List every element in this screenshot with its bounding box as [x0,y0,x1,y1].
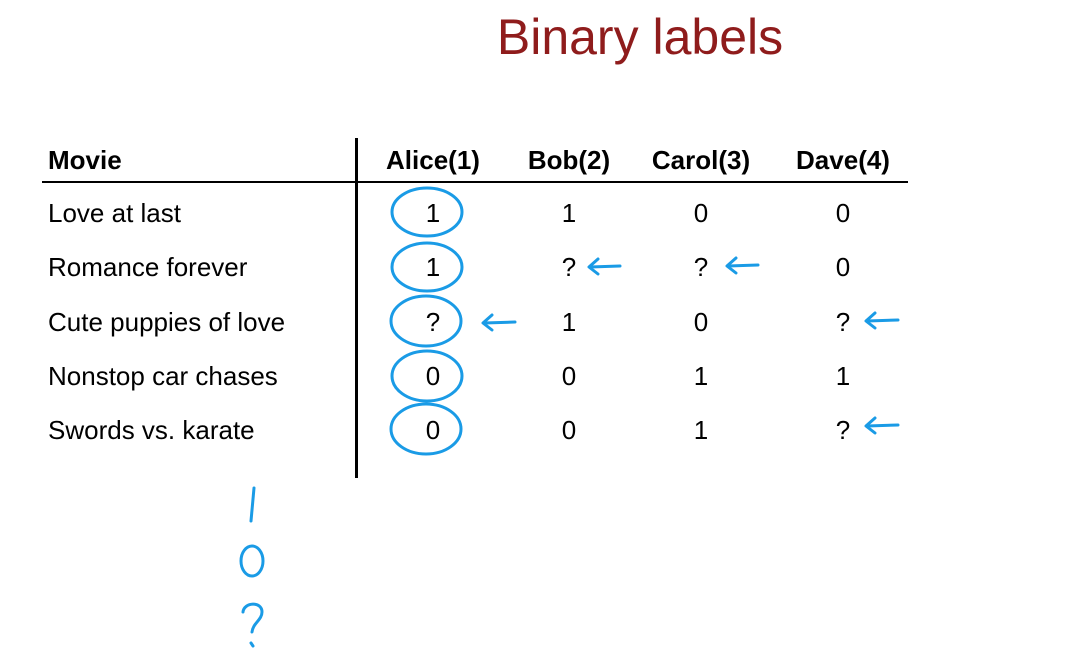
rating-dave: 1 [835,361,851,391]
rating-alice: ? [425,307,441,337]
movie-title: Romance forever [48,252,248,282]
slide-title: Binary labels [496,9,784,65]
rating-bob: ? [561,252,577,282]
movie-title: Swords vs. karate [48,415,255,445]
header-movie: Movie [48,145,122,175]
rating-dave: ? [835,415,851,445]
rating-bob: 0 [561,361,577,391]
movie-title: Love at last [48,198,181,228]
rating-carol: 0 [693,307,709,337]
rating-carol: 0 [693,198,709,228]
rating-bob: 0 [561,415,577,445]
movie-title: Nonstop car chases [48,361,278,391]
rating-alice: 1 [425,252,441,282]
rating-carol: 1 [693,415,709,445]
header-bob: Bob(2) [527,145,611,175]
header-alice: Alice(1) [386,145,480,175]
rating-bob: 1 [561,198,577,228]
column-divider [355,138,358,478]
rating-dave: ? [835,307,851,337]
movie-title: Cute puppies of love [48,307,286,337]
rating-alice: 0 [425,415,441,445]
rating-bob: 1 [561,307,577,337]
header-carol: Carol(3) [651,145,751,175]
header-dave: Dave(4) [796,145,890,175]
rating-dave: 0 [835,198,851,228]
handwritten-zero [239,544,265,578]
handwritten-one [249,486,256,523]
rating-alice: 1 [425,198,441,228]
rating-dave: 0 [835,252,851,282]
header-divider [42,181,908,183]
rating-alice: 0 [425,361,441,391]
rating-carol: ? [693,252,709,282]
handwritten-question-mark [241,602,264,648]
rating-carol: 1 [693,361,709,391]
